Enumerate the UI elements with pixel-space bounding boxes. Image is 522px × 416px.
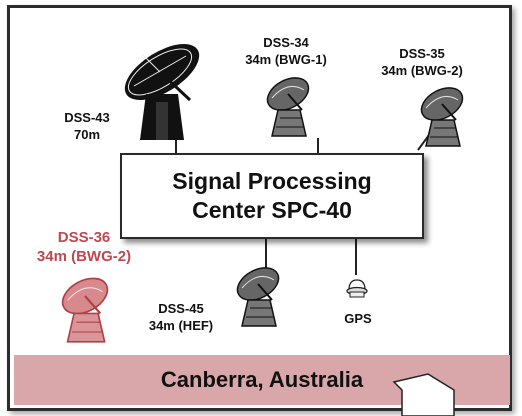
dss43-name: DSS-43 (64, 110, 110, 125)
gps-label: GPS (344, 311, 372, 326)
center-line-1: Signal Processing (172, 168, 372, 194)
dss34-desc: 34m (BWG-1) (245, 52, 327, 67)
dss45-label: DSS-45 34m (HEF) (136, 300, 226, 334)
dss35-desc: 34m (BWG-2) (381, 63, 463, 78)
dss36-label: DSS-36 34m (BWG-2) (24, 228, 144, 266)
dss34-antenna-icon (266, 77, 310, 137)
signal-processing-center-box: Signal Processing Center SPC-40 (120, 153, 424, 239)
dss43-antenna-icon (124, 44, 200, 140)
dss36-name: DSS-36 (57, 229, 111, 246)
dss36-antenna-icon (61, 277, 109, 343)
dss45-name: DSS-45 (158, 301, 204, 316)
dss45-desc: 34m (HEF) (148, 318, 214, 333)
dss45-antenna-icon (236, 267, 280, 327)
dss35-label: DSS-35 34m (BWG-2) (362, 45, 482, 79)
location-text: Canberra, Australia (160, 367, 364, 392)
dss43-desc: 70m (73, 127, 101, 142)
dss35-name: DSS-35 (399, 46, 445, 61)
dss43-label: DSS-43 70m (62, 109, 112, 143)
center-line-2: Center SPC-40 (192, 197, 352, 223)
gps-receiver-icon (346, 279, 368, 298)
dss35-antenna-icon (420, 87, 464, 147)
dss34-name: DSS-34 (263, 35, 309, 50)
pointer-arrow-icon (392, 373, 455, 416)
dss34-label: DSS-34 34m (BWG-1) (226, 34, 346, 68)
dss36-desc: 34m (BWG-2) (36, 248, 132, 265)
